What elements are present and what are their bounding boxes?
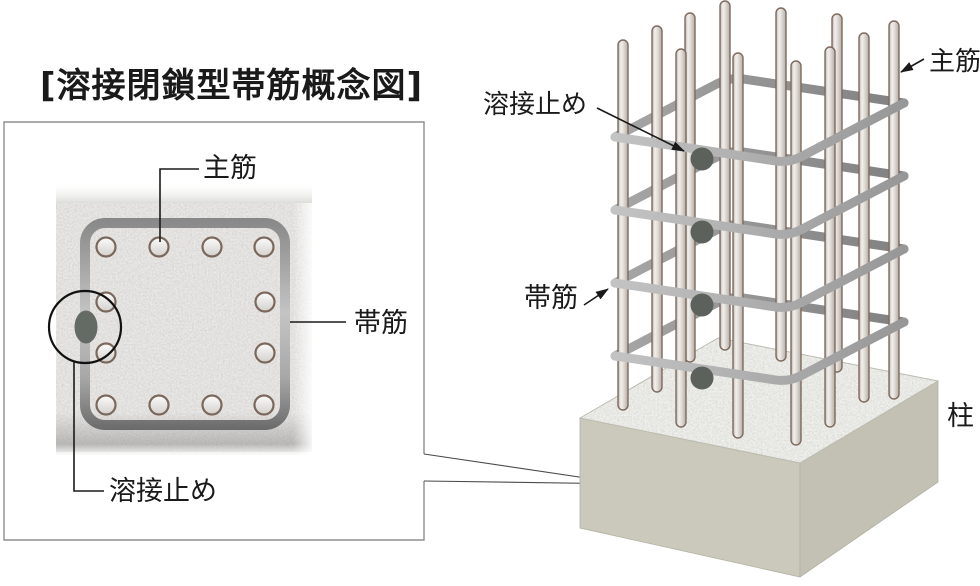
base-top-texture bbox=[580, 338, 938, 463]
rebar-rod-3d bbox=[732, 52, 744, 439]
rebar-rod-3d bbox=[888, 20, 900, 400]
label-weld-stop-2d: 溶接止め bbox=[109, 476, 217, 507]
label-main-rebar-2d: 主筋 bbox=[203, 153, 257, 184]
rebar-rod-3d bbox=[617, 39, 629, 411]
rebar-circle bbox=[95, 394, 117, 416]
label-column: 柱 bbox=[947, 401, 974, 432]
rebar-rod-3d bbox=[651, 25, 663, 393]
hoop-rings-3d-front bbox=[610, 98, 909, 385]
label-hoop-3d: 帯筋 bbox=[524, 283, 578, 314]
weld-spot-2d bbox=[74, 310, 98, 344]
hoop-ring-3d bbox=[610, 244, 909, 312]
weld-dot-3d bbox=[690, 147, 714, 171]
arrow-weld-stop bbox=[596, 107, 685, 152]
rebar-circle bbox=[148, 236, 170, 258]
weld-dots-3d bbox=[690, 147, 714, 390]
rebar-circle bbox=[95, 236, 117, 258]
leader-line-weld-stop bbox=[73, 362, 104, 492]
arrow-main-rebar bbox=[900, 58, 925, 73]
rebar-circle bbox=[201, 236, 223, 258]
rebar-rod-3d bbox=[719, 0, 731, 351]
rebar-rod-3d bbox=[824, 46, 836, 428]
rebar-circle bbox=[253, 394, 275, 416]
panel-title: [溶接閉鎖型帯筋概念図] bbox=[40, 66, 424, 106]
leader-line-main-rebar bbox=[159, 168, 199, 242]
hoop-ring-3d bbox=[610, 98, 909, 166]
rebar-circle bbox=[201, 394, 223, 416]
hoop-ring-3d bbox=[610, 317, 909, 385]
leader-lines-2d bbox=[73, 168, 346, 492]
rebar-circle bbox=[95, 342, 117, 364]
rebar-circles-2d bbox=[95, 236, 276, 416]
label-main-rebar-3d: 主筋 bbox=[929, 47, 980, 77]
weld-dot-3d bbox=[690, 293, 714, 317]
magnifier-circle bbox=[47, 289, 123, 365]
weld-dot-3d bbox=[690, 220, 714, 244]
rebar-circle bbox=[148, 394, 170, 416]
weld-dot-3d bbox=[690, 366, 714, 390]
hoop-ring-3d bbox=[610, 171, 909, 239]
rebar-circle bbox=[253, 236, 275, 258]
rebar-circle bbox=[254, 291, 276, 313]
arrow-hoop bbox=[583, 288, 609, 306]
rebar-circle bbox=[254, 342, 276, 364]
base-block bbox=[578, 337, 940, 578]
label-hoop-2d: 帯筋 bbox=[354, 308, 408, 339]
label-weld-stop-3d: 溶接止め bbox=[483, 90, 588, 120]
rebar-rod-3d bbox=[775, 7, 787, 362]
panel-border bbox=[3, 121, 425, 541]
rebar-rod-3d bbox=[790, 60, 802, 446]
rebar-circle bbox=[95, 291, 117, 313]
arrows-3d bbox=[583, 58, 925, 306]
